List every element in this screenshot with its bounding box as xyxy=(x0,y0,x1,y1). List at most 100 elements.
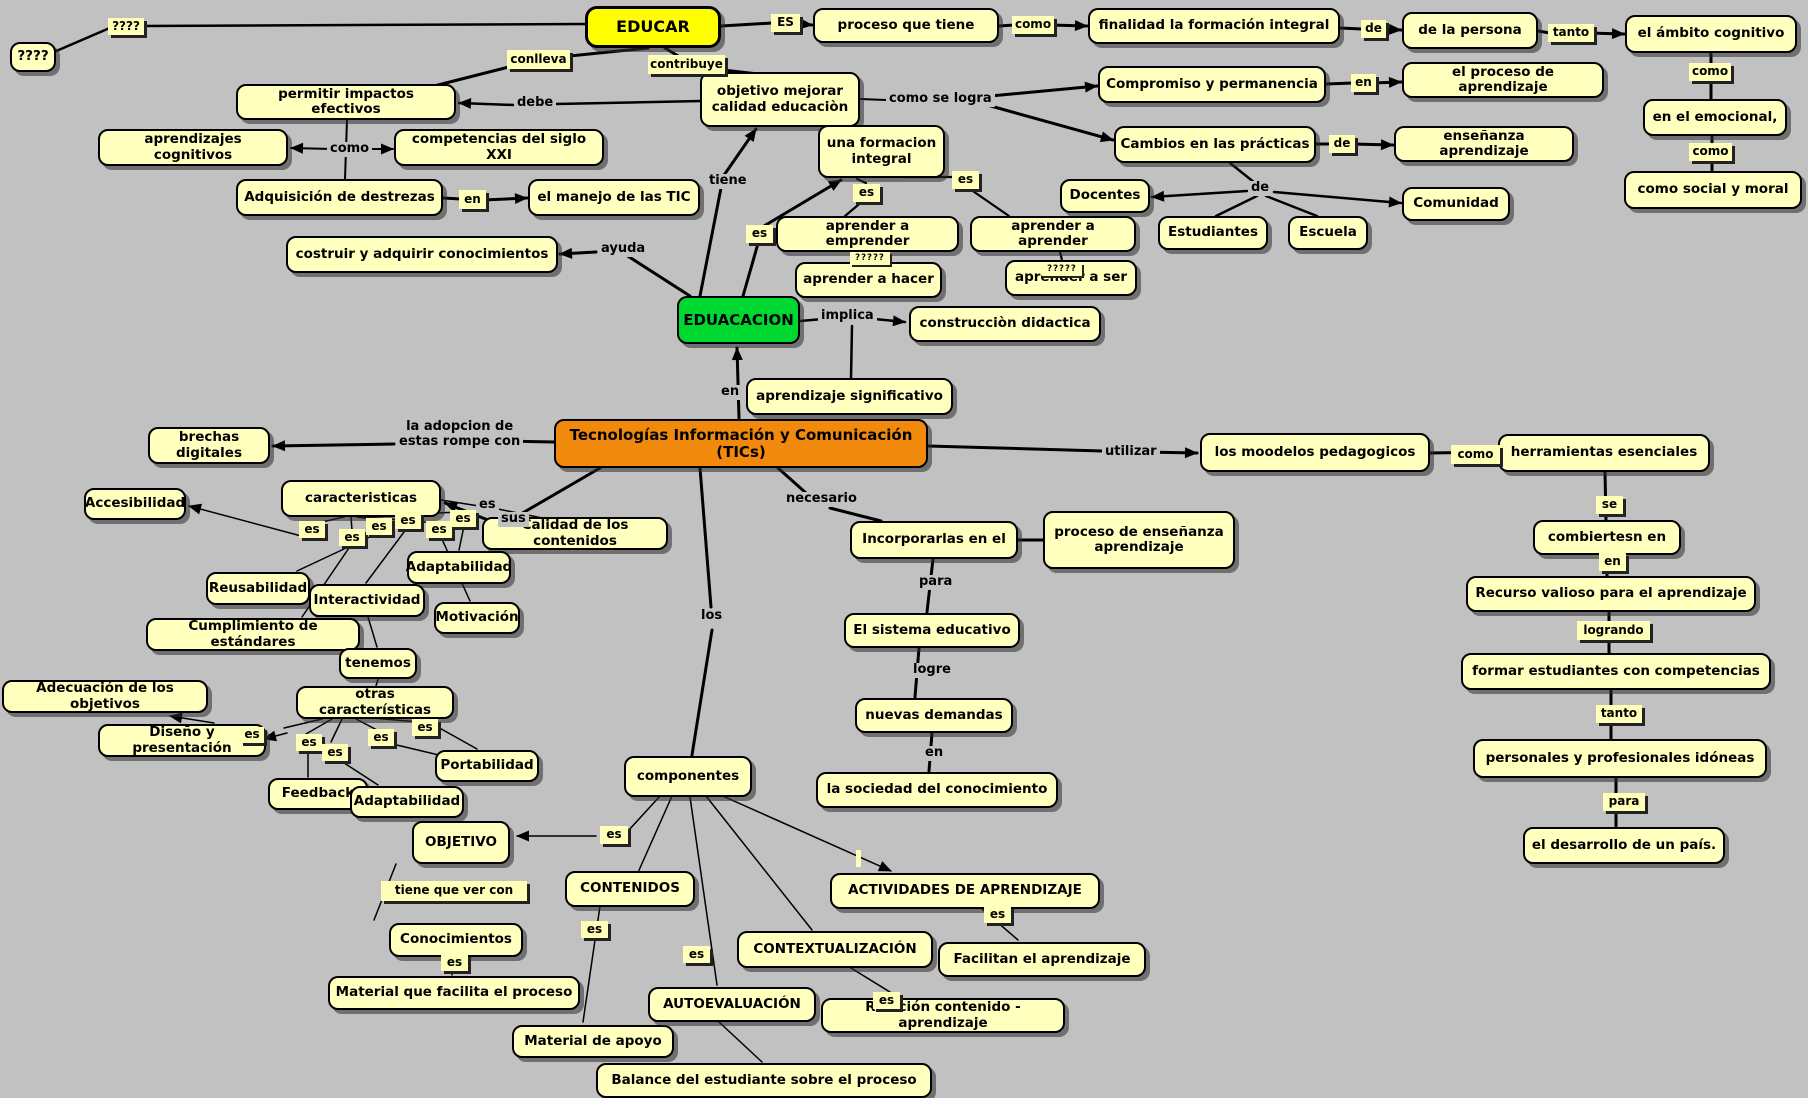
concept-node-material-apoyo[interactable]: Material de apoyo xyxy=(512,1025,674,1058)
link-label-es-1[interactable]: es xyxy=(299,521,325,538)
concept-node-componentes[interactable]: componentes xyxy=(624,756,752,797)
concept-node-relacion-contenido[interactable]: Relación contenido - aprendizaje xyxy=(821,998,1065,1033)
concept-node-en-el-emocional[interactable]: en el emocional, xyxy=(1643,99,1787,136)
link-label-q5-b[interactable]: ????? xyxy=(1042,263,1082,276)
concept-node-motivacion[interactable]: Motivación xyxy=(434,602,520,634)
link-label-es-6[interactable]: es xyxy=(450,510,476,527)
link-label-es-5[interactable]: es xyxy=(426,521,452,538)
concept-node-balance-estudiante[interactable]: Balance del estudiante sobre el proceso xyxy=(596,1063,932,1098)
concept-node-estudiantes[interactable]: Estudiantes xyxy=(1158,216,1268,250)
concept-node-adaptabilidad-1[interactable]: Adaptabilidad xyxy=(406,551,512,584)
concept-node-cumplimiento-estandares[interactable]: Cumplimiento de estándares xyxy=(146,618,360,651)
concept-node-objetivo[interactable]: OBJETIVO xyxy=(412,821,510,864)
link-label-contribuye[interactable]: contribuye xyxy=(648,55,725,74)
concept-node-interactividad[interactable]: Interactividad xyxy=(309,584,425,617)
link-label-es-8[interactable]: es xyxy=(322,744,348,761)
concept-node-contenidos[interactable]: CONTENIDOS xyxy=(565,871,695,907)
link-label-como-se-logra[interactable]: como se logra xyxy=(886,91,995,107)
link-label-es-12[interactable]: es xyxy=(441,954,468,971)
link-label-es-11[interactable]: es xyxy=(600,826,628,844)
concept-node-recurso-valioso[interactable]: Recurso valioso para el aprendizaje xyxy=(1466,576,1756,612)
concept-node-docentes[interactable]: Docentes xyxy=(1060,179,1150,213)
link-label-tanto-2[interactable]: tanto xyxy=(1596,705,1642,723)
link-label-es-13[interactable]: es xyxy=(581,921,608,938)
link-label-es-a[interactable]: es xyxy=(853,184,880,202)
concept-node-formacion-integral[interactable]: una formacion integral xyxy=(818,125,945,178)
link-label-tiene-que-ver-con[interactable]: tiene que ver con xyxy=(381,881,527,901)
concept-node-compromiso[interactable]: Compromiso y permanencia xyxy=(1098,66,1326,103)
link-label-en-3[interactable]: en xyxy=(718,384,743,400)
link-label-es-top[interactable]: ES xyxy=(771,14,800,32)
link-label-es-9[interactable]: es xyxy=(368,729,394,746)
concept-node-aprender-emprender[interactable]: aprender a emprender xyxy=(776,216,959,252)
concept-node-eduacacion[interactable]: EDUACACION xyxy=(677,296,800,344)
link-label-para-1[interactable]: para xyxy=(1603,793,1645,811)
concept-node-combiertesn-en[interactable]: combiertesn en xyxy=(1533,520,1681,555)
link-label-como-4[interactable]: como xyxy=(327,141,373,157)
concept-node-de-la-persona[interactable]: de la persona xyxy=(1402,12,1538,49)
concept-node-sociedad-conocimiento[interactable]: la sociedad del conocimiento xyxy=(816,772,1058,808)
link-label-como-2[interactable]: como xyxy=(1689,63,1731,81)
concept-node-caracteristicas[interactable]: caracteristicas xyxy=(281,480,441,517)
concept-node-comunidad[interactable]: Comunidad xyxy=(1402,187,1510,221)
link-label-de-2[interactable]: de xyxy=(1329,135,1355,153)
concept-node-aprender-hacer[interactable]: aprender a hacer xyxy=(795,262,942,298)
link-label-sus[interactable]: sus xyxy=(498,511,529,527)
concept-node-personales-profesionales[interactable]: personales y profesionales idóneas xyxy=(1473,739,1767,778)
concept-node-incorporarlas[interactable]: Incorporarlas en el xyxy=(850,521,1018,559)
concept-node-construccion-didactica[interactable]: construcciòn didactica xyxy=(909,306,1101,342)
link-label-como-3[interactable]: como xyxy=(1689,143,1732,161)
link-label-es-0[interactable]: es xyxy=(476,497,499,513)
concept-node-proceso-ensenanza[interactable]: proceso de enseñanza aprendizaje xyxy=(1043,511,1235,569)
link-label-unknown-link[interactable]: ???? xyxy=(108,18,144,35)
link-label-implica[interactable]: implica xyxy=(818,308,877,324)
link-label-es-l[interactable]: es xyxy=(240,727,264,743)
link-label-logre[interactable]: logre xyxy=(910,662,954,678)
concept-node-adaptabilidad-2[interactable]: Adaptabilidad xyxy=(350,786,464,818)
link-label-es-b[interactable]: es xyxy=(952,171,979,189)
link-label-es-3[interactable]: es xyxy=(366,518,392,535)
concept-node-contextualizacion[interactable]: CONTEXTUALIZACIÓN xyxy=(737,931,933,968)
concept-node-educar[interactable]: EDUCAR xyxy=(585,6,721,48)
concept-node-manejo-tic[interactable]: el manejo de las TIC xyxy=(528,179,700,216)
link-label-en-4[interactable]: en xyxy=(1599,553,1626,571)
concept-node-permitir-impactos[interactable]: permitir impactos efectivos xyxy=(236,84,456,120)
concept-node-calidad-contenidos[interactable]: Calidad de los contenidos xyxy=(482,517,668,550)
link-label-q5-a[interactable]: ????? xyxy=(850,252,890,265)
link-label-de-3[interactable]: de xyxy=(1248,180,1273,196)
link-label-necesario[interactable]: necesario xyxy=(783,491,860,507)
concept-node-adquisicion-destrezas[interactable]: Adquisición de destrezas xyxy=(236,179,443,216)
concept-node-objetivo-mejorar[interactable]: objetivo mejorar calidad educaciòn xyxy=(700,72,860,127)
concept-node-unknown-left[interactable]: ???? xyxy=(10,42,56,72)
link-label-es-10[interactable]: es xyxy=(412,719,438,736)
concept-node-aprendizajes-cognitivos[interactable]: aprendizajes cognitivos xyxy=(98,129,288,166)
concept-node-adecuacion-objetivos[interactable]: Adecuación de los objetivos xyxy=(2,680,208,713)
concept-node-nuevas-demandas[interactable]: nuevas demandas xyxy=(855,698,1013,733)
concept-node-aprendizaje-significativo[interactable]: aprendizaje significativo xyxy=(746,378,953,415)
link-label-es-2[interactable]: es xyxy=(339,529,365,546)
concept-node-finalidad[interactable]: finalidad la formación integral xyxy=(1088,8,1340,44)
concept-node-autoevaluacion[interactable]: AUTOEVALUACIÓN xyxy=(648,987,816,1022)
link-label-se[interactable]: se xyxy=(1596,496,1623,514)
link-label-como-1[interactable]: como xyxy=(1012,16,1054,34)
concept-node-material-facilita[interactable]: Material que facilita el proceso xyxy=(328,976,580,1010)
link-label-en-2[interactable]: en xyxy=(459,190,486,209)
concept-node-cambios-practicas[interactable]: Cambios en las prácticas xyxy=(1114,126,1316,163)
concept-node-ensenanza-aprendizaje[interactable]: enseñanza aprendizaje xyxy=(1394,126,1574,162)
concept-node-actividades-aprendizaje[interactable]: ACTIVIDADES DE APRENDIZAJE xyxy=(830,873,1100,909)
concept-node-escuela[interactable]: Escuela xyxy=(1288,216,1368,250)
concept-node-facilitan-aprendizaje[interactable]: Facilitan el aprendizaje xyxy=(938,942,1146,977)
link-label-para-2[interactable]: para xyxy=(916,574,956,590)
concept-node-competencias-siglo-xxi[interactable]: competencias del siglo XXI xyxy=(394,129,604,166)
concept-node-moodelos-pedagogicos[interactable]: los moodelos pedagogicos xyxy=(1200,433,1430,472)
concept-node-tenemos[interactable]: tenemos xyxy=(339,648,417,679)
concept-node-costruir-conocimientos[interactable]: costruir y adquirir conocimientos xyxy=(286,236,558,273)
concept-node-ambito-cognitivo[interactable]: el ámbito cognitivo xyxy=(1625,15,1797,53)
link-label-es-15[interactable]: es xyxy=(873,992,900,1009)
link-label-debe[interactable]: debe xyxy=(514,95,557,111)
concept-node-otras-caracteristicas[interactable]: otras características xyxy=(296,686,454,719)
concept-node-conocimientos[interactable]: Conocimientos xyxy=(389,923,523,957)
concept-node-herramientas-esenciales[interactable]: herramientas esenciales xyxy=(1498,434,1710,472)
link-label-en-1[interactable]: en xyxy=(1351,74,1376,92)
concept-node-formar-estudiantes[interactable]: formar estudiantes con competencias xyxy=(1461,653,1771,690)
